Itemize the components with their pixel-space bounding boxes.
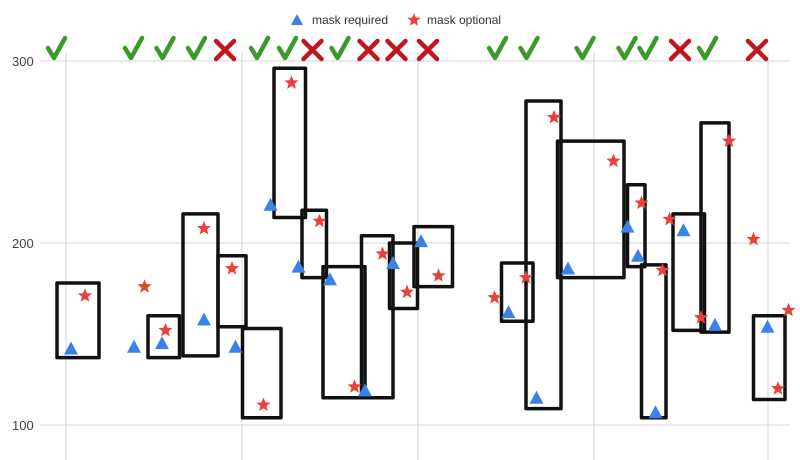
data-points [64,75,796,419]
optional-point [693,310,709,324]
required-point [631,248,645,262]
range-box [272,66,308,220]
required-point [323,272,337,286]
optional-point [431,268,446,282]
required-point [501,305,516,319]
legend-item-required: mask required [291,13,388,27]
check-mark-icon [329,35,351,61]
check-mark-icon [637,35,659,61]
range-box [499,261,535,324]
optional-point [158,322,173,337]
range-box [555,139,626,280]
range-box [412,224,455,289]
optional-point [375,246,390,260]
legend-label-required: mask required [312,13,388,27]
range-box [671,212,707,333]
check-mark-icon [696,35,719,61]
required-point [648,405,663,419]
optional-point [77,288,93,302]
check-mark-icon [154,35,176,61]
required-point [386,256,400,270]
range-box [639,263,668,420]
required-point [760,319,775,333]
required-point [676,223,691,237]
range-box [240,326,283,420]
required-point [263,197,278,211]
cross-mark-icon [416,38,440,62]
cross-mark-icon [668,38,692,62]
range-box [300,208,329,280]
range-box [387,241,420,311]
required-point [127,339,141,353]
cross-mark-icon [357,38,380,62]
check-mark-icon [45,35,68,61]
check-mark-icon [574,35,596,61]
legend-item-optional: mask optional [407,13,501,27]
required-point [155,336,169,350]
y-tick-label: 100 [12,418,34,433]
required-point [620,219,635,233]
optional-point [606,153,621,168]
optional-point [312,213,327,228]
optional-point [721,133,737,148]
optional-point [781,302,796,317]
check-mark-icon [518,35,540,61]
optional-point [770,381,786,395]
required-point [197,312,211,326]
check-mark-icon [185,35,208,61]
legend-triangle-icon [291,14,303,25]
legend-label-optional: mask optional [427,13,501,27]
cross-mark-icon [385,38,408,62]
optional-point [224,261,240,275]
cross-mark-icon [301,38,324,62]
required-point [561,261,575,275]
optional-point [137,279,152,293]
boxes [55,66,787,420]
range-box [321,264,367,400]
optional-point [546,109,562,124]
range-box [359,233,395,400]
optional-point [746,231,761,246]
legend-star-icon [407,13,421,26]
required-point [291,259,306,273]
required-point [358,383,372,397]
optional-point [655,262,670,277]
legend: mask required mask optional [291,13,501,27]
cross-mark-icon [745,38,769,62]
check-mark-icon [486,35,509,61]
required-point [64,341,78,355]
range-box [181,212,220,358]
range-box [146,314,182,360]
required-point [228,339,243,353]
y-tick-label: 300 [12,54,34,69]
optional-point [284,75,299,89]
optional-point [347,379,362,393]
range-box [699,121,731,334]
range-box [751,314,787,402]
check-mark-icon [122,35,145,61]
check-mark-icon [276,35,299,61]
optional-point [634,195,649,209]
required-point [708,317,722,331]
optional-point [399,284,415,299]
optional-point [518,270,534,284]
range-box [216,253,248,329]
range-box [524,99,563,411]
cross-mark-icon [213,38,237,62]
range-box [55,281,101,360]
required-point [529,390,544,404]
check-mark-icon [616,35,638,61]
optional-point [196,220,212,235]
check-mark-icon [248,35,271,61]
verdict-marks [45,35,769,62]
y-tick-label: 200 [12,236,34,251]
optional-point [256,397,271,411]
optional-point [662,211,677,226]
required-point [414,234,428,248]
optional-point [487,290,502,304]
y-axis-ticks: 100 200 300 [12,54,34,433]
